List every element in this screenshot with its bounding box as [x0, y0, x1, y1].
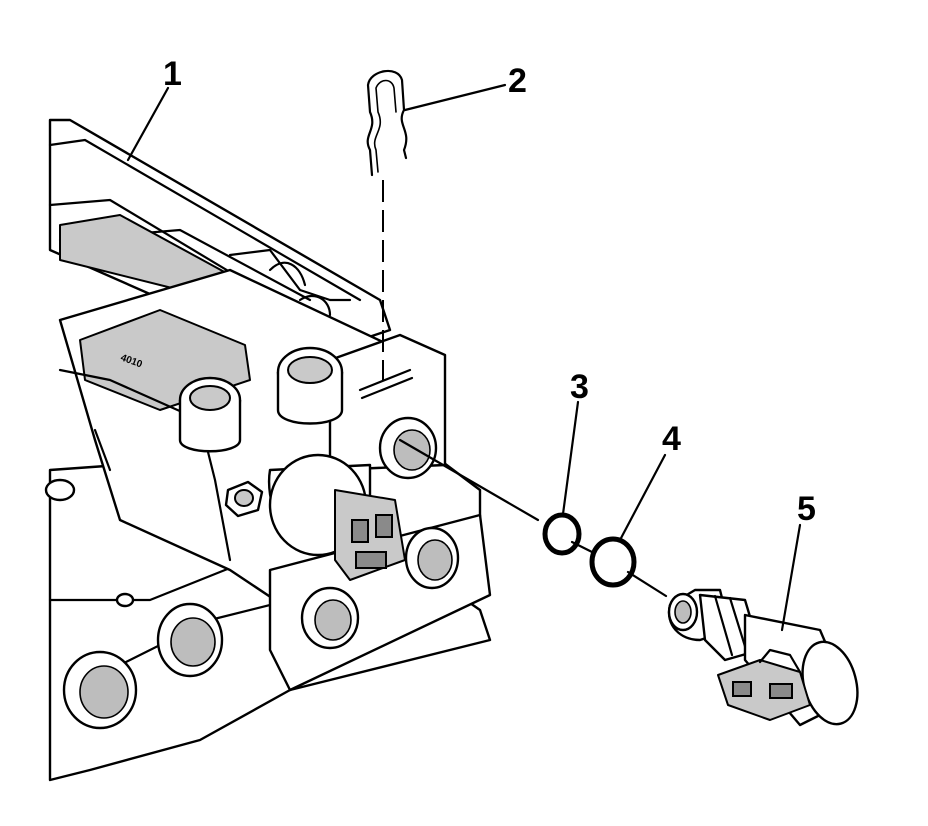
callout-1: 1 [163, 55, 182, 93]
retaining-clip [366, 69, 408, 177]
o-ring-3 [542, 512, 582, 556]
bolt-head [224, 480, 264, 518]
assembly-lines [382, 180, 668, 598]
leader-lines [126, 83, 802, 632]
boss-left [178, 376, 242, 453]
solenoid-5 [667, 588, 859, 727]
callout-3: 3 [570, 368, 589, 406]
o-ring-4 [589, 536, 637, 588]
callout-2: 2 [508, 62, 527, 100]
callout-5: 5 [797, 490, 816, 528]
boss-right [276, 346, 344, 425]
valve-body-housing: 4010 [44, 118, 492, 782]
installed-solenoid [267, 453, 406, 581]
callout-4: 4 [662, 420, 681, 458]
solenoid-connector [717, 648, 811, 721]
